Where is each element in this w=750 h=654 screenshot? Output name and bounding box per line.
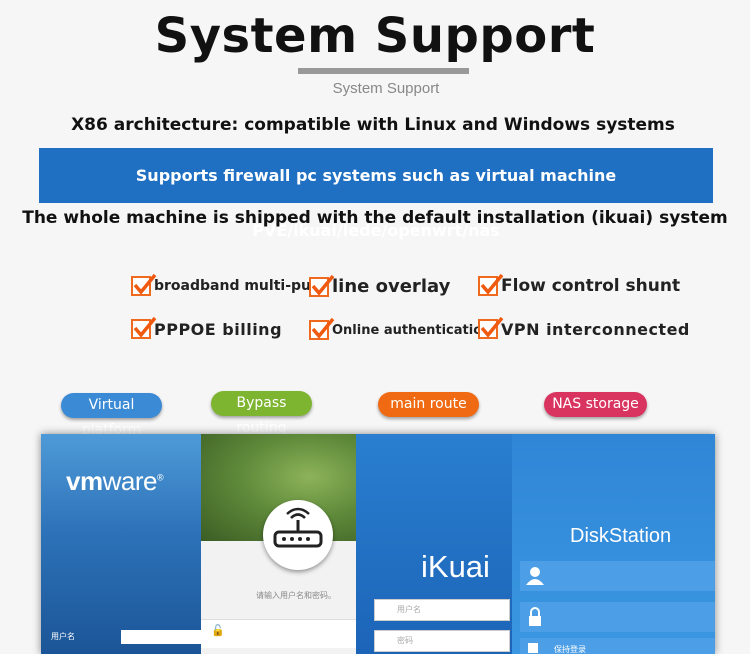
username-label: 用户名 — [51, 632, 75, 641]
check-icon — [309, 317, 335, 340]
router-icon — [263, 500, 333, 570]
firewall-support-banner: Supports firewall pc systems such as vir… — [39, 148, 713, 240]
nas-username-input[interactable] — [520, 561, 715, 591]
nas-password-input[interactable] — [520, 602, 715, 632]
page-title: System Support — [154, 8, 596, 64]
feature-label: VPN interconnected — [501, 319, 690, 339]
ikuai-logo: iKuai — [421, 549, 490, 584]
feature-broadband: broadband multi-pull — [131, 273, 321, 296]
password-input[interactable] — [201, 619, 356, 648]
diskstation-title: DiskStation — [570, 525, 672, 547]
system-screenshots: vmware® 用户名 请输入用户名和密码。 🔓 iKuai 用户名 密码 Di… — [41, 434, 715, 654]
feature-online-auth: Online authentication — [309, 317, 492, 340]
feature-label: line overlay — [332, 276, 451, 297]
page-subtitle: System Support — [332, 80, 440, 97]
feature-line-overlay: line overlay — [309, 274, 451, 297]
ikuai-password-input[interactable]: 密码 — [374, 630, 510, 652]
login-hint: 请输入用户名和密码。 — [256, 591, 336, 600]
architecture-line: X86 architecture: compatible with Linux … — [71, 115, 675, 135]
feature-label: broadband multi-pull — [154, 278, 321, 294]
feature-flow-control: Flow control shunt — [478, 273, 681, 296]
nas-screen: DiskStation 保持登录 — [512, 434, 715, 654]
check-icon — [131, 316, 157, 339]
ikuai-screen: iKuai 用户名 密码 — [356, 434, 512, 654]
pill-main-route: main route — [378, 392, 479, 417]
feature-label: Flow control shunt — [501, 276, 681, 296]
username-input[interactable] — [121, 630, 201, 644]
pill-nas-storage: NAS storage — [544, 392, 647, 417]
feature-vpn: VPN interconnected — [478, 316, 690, 339]
pill-bypass-routing: Bypass routing — [211, 391, 312, 436]
lock-icon: 🔓 — [211, 624, 225, 637]
bypass-login-screen: 请输入用户名和密码。 🔓 — [201, 434, 356, 654]
lock-icon — [529, 607, 541, 626]
vmware-screen: vmware® 用户名 — [41, 434, 201, 654]
pill-virtual-platform: Virtual platform — [61, 393, 162, 438]
nas-remember-checkbox[interactable]: 保持登录 — [520, 638, 715, 654]
feature-pppoe: PPPOE billing — [131, 316, 283, 339]
vmware-logo: vmware® — [66, 466, 164, 496]
check-icon — [309, 274, 335, 297]
check-icon — [478, 316, 504, 339]
feature-label: Online authentication — [332, 322, 492, 338]
feature-label: PPPOE billing — [154, 319, 283, 339]
default-system-line: The whole machine is shipped with the de… — [22, 208, 728, 228]
user-icon — [526, 567, 544, 585]
check-icon — [478, 273, 504, 296]
ikuai-username-input[interactable]: 用户名 — [374, 599, 510, 621]
check-icon — [131, 273, 157, 296]
title-underline — [298, 68, 469, 74]
